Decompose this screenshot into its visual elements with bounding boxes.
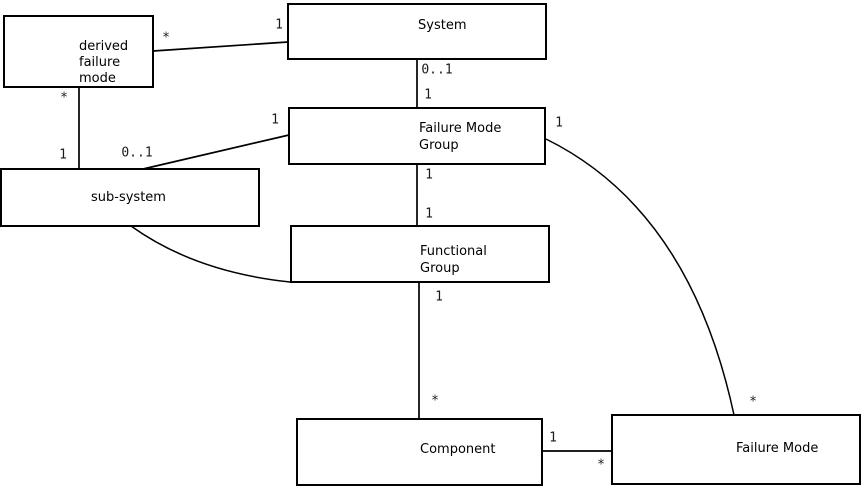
multiplicity-derived-subsystem-near-subsystem: 1 xyxy=(59,147,67,163)
class-box-label-functional-group: Functional Group xyxy=(420,244,487,276)
class-box-label-failure-mode-group: Failure Mode Group xyxy=(419,121,502,153)
class-box-component: Component xyxy=(296,418,543,486)
edge-derived-system xyxy=(152,41,289,52)
edge-subsystem-failuremodegroup xyxy=(142,134,290,170)
multiplicity-derived-system-near-derived: * xyxy=(162,30,170,46)
multiplicity-fg-component-near-fg: 1 xyxy=(435,289,443,305)
edge-failuremodegroup-failuremode xyxy=(545,138,735,416)
multiplicity-component-fm-near-component: 1 xyxy=(549,430,557,446)
class-box-system: System xyxy=(287,3,547,60)
multiplicity-system-fmg-near-system: 0..1 xyxy=(421,62,453,78)
multiplicity-fmg-fg-near-fmg: 1 xyxy=(425,167,433,183)
multiplicity-fmg-fg-near-fg: 1 xyxy=(425,206,433,222)
class-box-sub-system: sub-system xyxy=(0,168,260,227)
multiplicity-fmg-fm-near-fmg: 1 xyxy=(555,115,563,131)
class-box-label-component: Component xyxy=(420,442,496,457)
multiplicity-subsystem-fmg-near-fmg: 1 xyxy=(271,112,279,128)
class-box-functional-group: Functional Group xyxy=(290,225,550,283)
multiplicity-fmg-fm-near-fm: * xyxy=(749,394,757,410)
class-box-label-failure-mode: Failure Mode xyxy=(736,441,819,456)
multiplicity-subsystem-fmg-near-subsystem: 0..1 xyxy=(121,145,153,161)
multiplicity-component-fm-near-fm: * xyxy=(597,457,605,473)
class-box-derived-failure-mode: derived failure mode xyxy=(3,15,154,88)
multiplicity-derived-subsystem-near-derived: * xyxy=(60,90,68,106)
class-box-failure-mode-group: Failure Mode Group xyxy=(288,107,546,165)
class-box-label-sub-system: sub-system xyxy=(91,190,166,205)
edge-subsystem-functionalgroup xyxy=(130,225,291,283)
multiplicity-system-fmg-near-fmg: 1 xyxy=(424,87,432,103)
class-box-failure-mode: Failure Mode xyxy=(611,414,861,485)
class-box-label-derived-failure-mode: derived failure mode xyxy=(79,39,129,86)
multiplicity-fg-component-near-component: * xyxy=(431,393,439,409)
class-box-label-system: System xyxy=(418,18,467,33)
multiplicity-derived-system-near-system: 1 xyxy=(275,17,283,33)
